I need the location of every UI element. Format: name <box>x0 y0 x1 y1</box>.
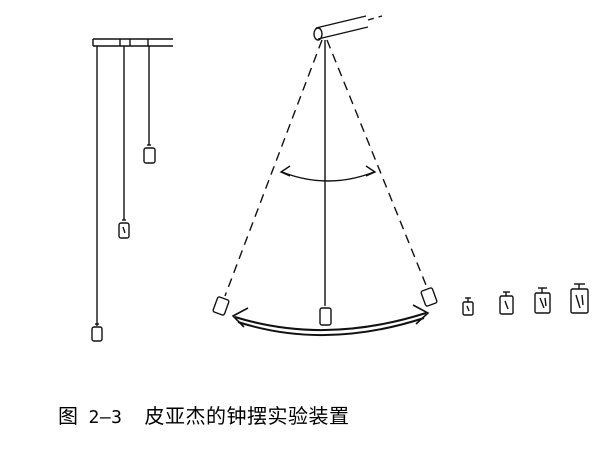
right-extreme-string <box>326 39 429 291</box>
center-bob <box>319 307 332 326</box>
weight-medium-large <box>534 287 551 314</box>
multi-length-pendulum-set <box>91 38 173 342</box>
figure-number: 2—3 <box>88 407 123 428</box>
figure-caption: 图 2—3 皮亚杰的钟摆实验装置 <box>58 400 350 429</box>
swing-path-arrow <box>231 304 430 336</box>
pivot-rod <box>313 15 383 41</box>
medium-pendulum <box>118 46 130 239</box>
short-pendulum <box>143 46 156 164</box>
figure-label: 图 <box>58 404 79 428</box>
weight-large <box>570 283 589 314</box>
weight-medium-small <box>499 291 514 315</box>
swing-angle-arc <box>279 165 377 182</box>
long-pendulum <box>91 46 103 342</box>
figure-title: 皮亚杰的钟摆实验装置 <box>144 404 350 428</box>
swinging-pendulum <box>212 15 438 336</box>
weight-small <box>462 297 474 316</box>
left-extreme-bob <box>212 296 230 316</box>
right-extreme-bob <box>420 287 438 307</box>
support-bar <box>92 38 173 47</box>
weight-set <box>462 283 589 316</box>
left-extreme-string <box>224 39 323 297</box>
